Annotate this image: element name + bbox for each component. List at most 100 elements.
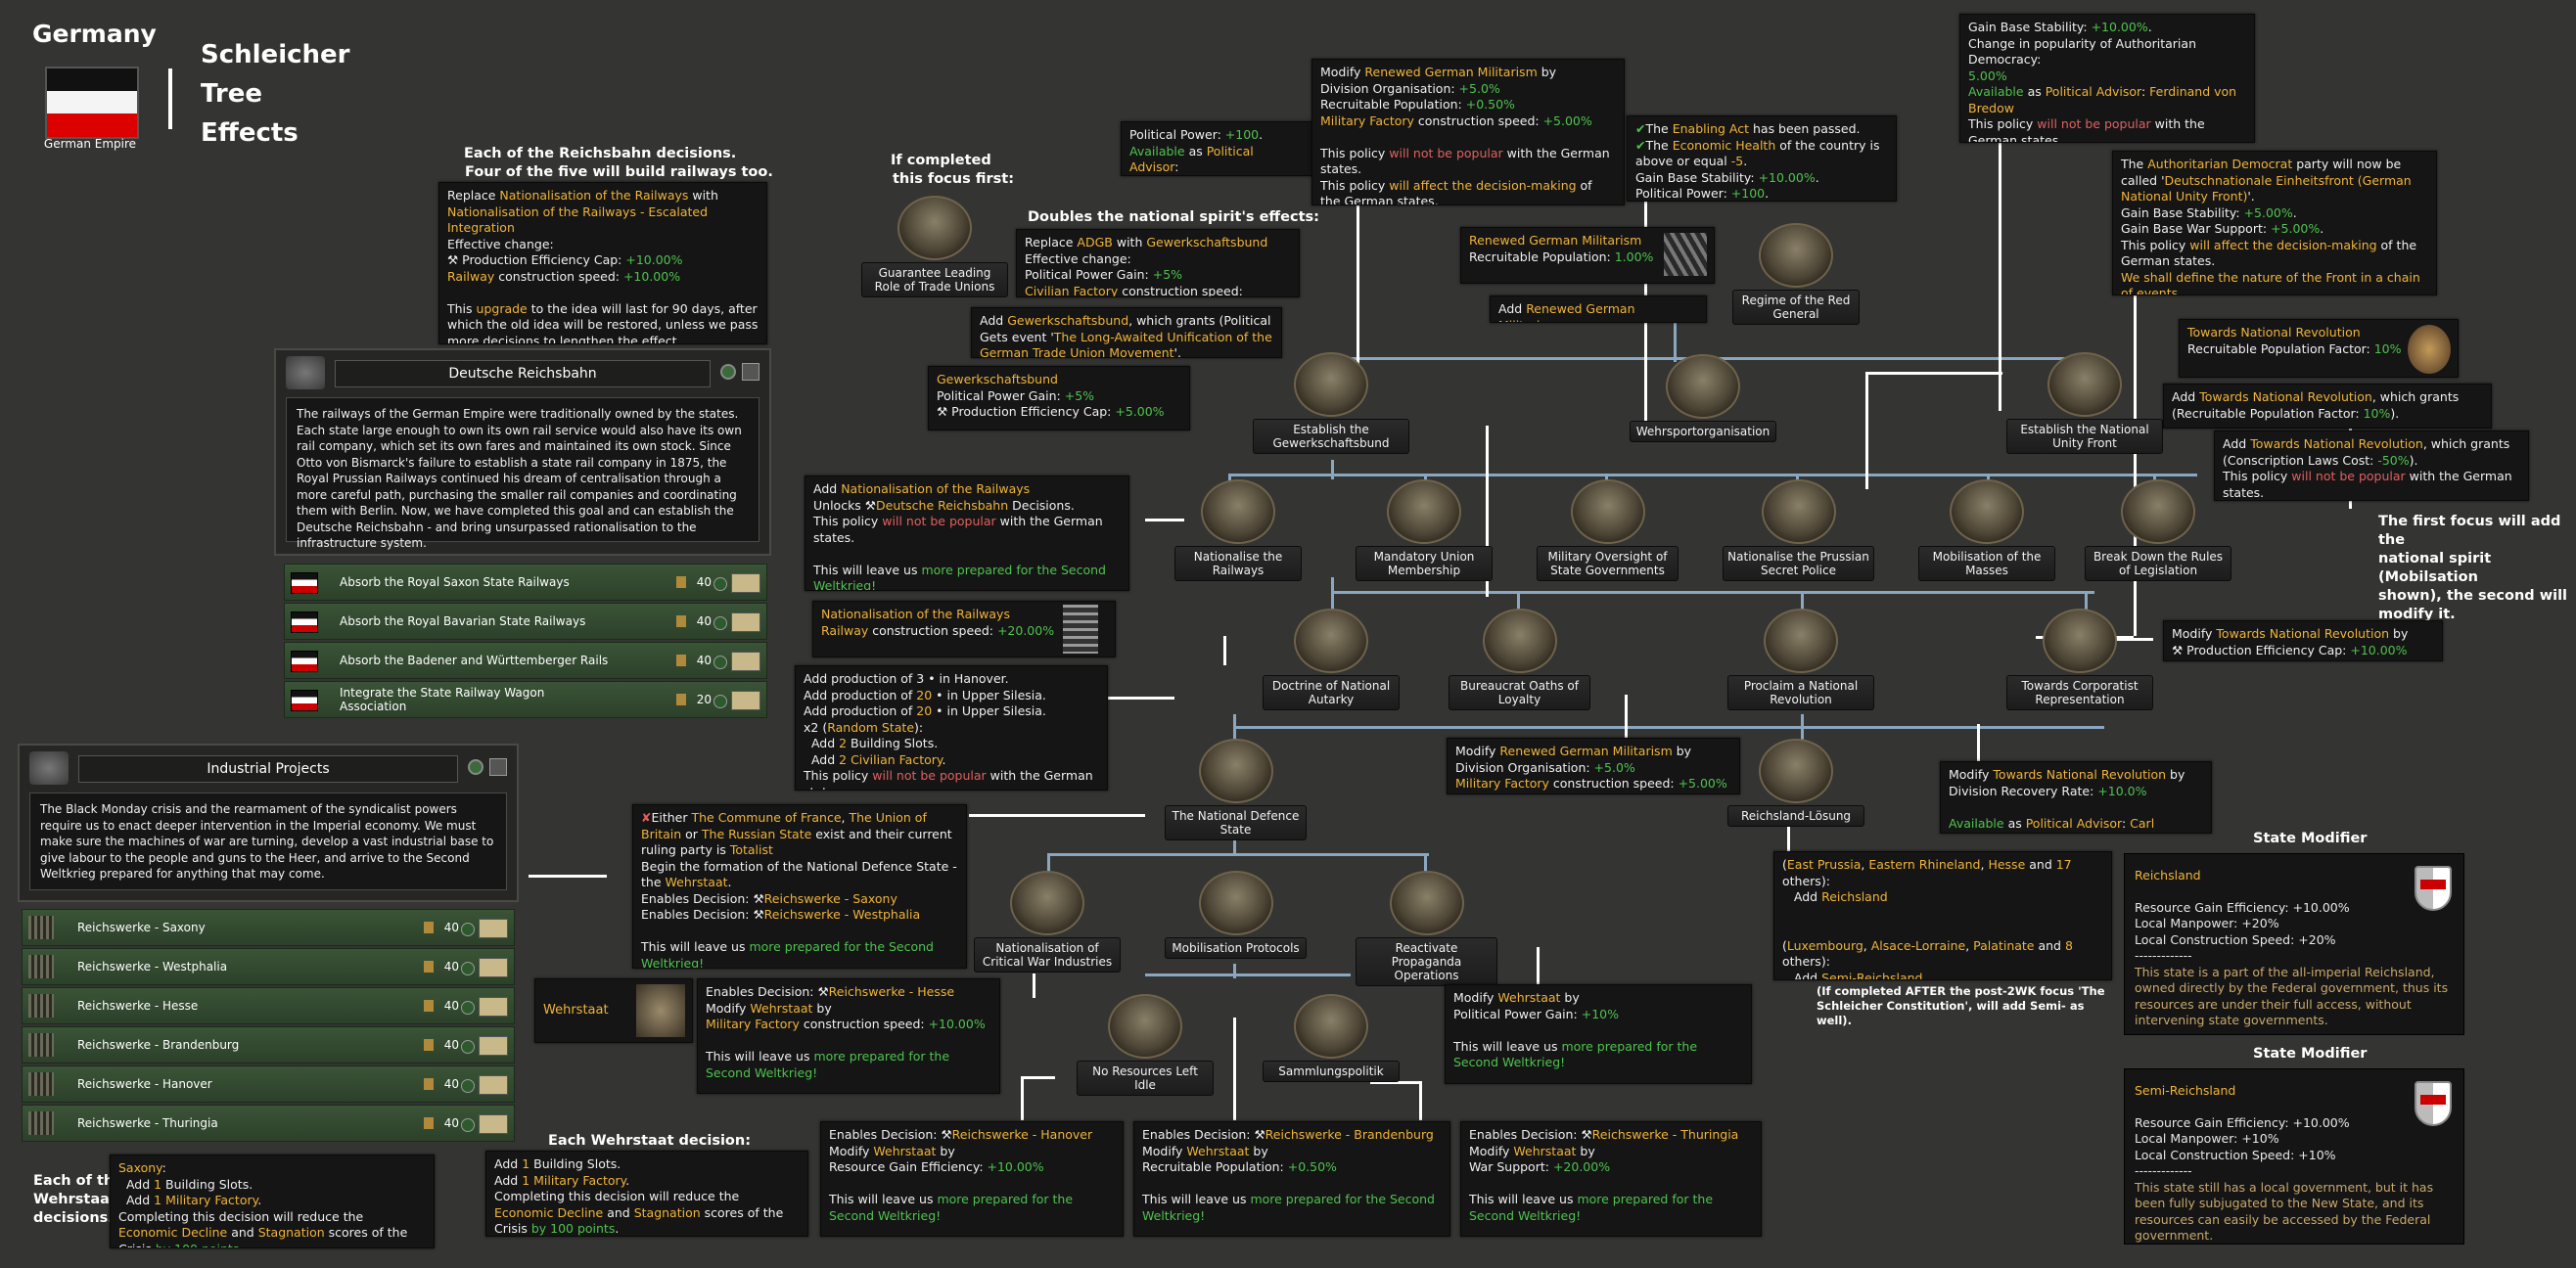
status-icon	[461, 1118, 475, 1132]
factory-flag-icon	[28, 916, 54, 939]
envelope-icon[interactable]	[479, 997, 508, 1017]
tooltip-line: Add production of 3 • in Hanover.	[804, 671, 1009, 686]
annotation-line	[1096, 697, 1174, 700]
focus-reichsland[interactable]: Reichsland-Lösung	[1727, 739, 1864, 827]
focus-wehrsport[interactable]: Wehrsportorganisation	[1630, 354, 1776, 442]
envelope-icon[interactable]	[479, 919, 508, 938]
envelope-icon[interactable]	[479, 958, 508, 977]
state-modifier-semi-reichsland: Semi-Reichsland Resource Gain Efficiency…	[2124, 1068, 2464, 1245]
tooltip-line: This policy will affect the decision-mak…	[1320, 177, 1592, 205]
envelope-icon[interactable]	[479, 1036, 508, 1056]
tooltip-line: (Luxembourg, Alsace-Lorraine, Palatinate…	[1782, 937, 2073, 970]
tooltip-bredow: Gain Base Stability: +10.00%.Change in p…	[1959, 14, 2255, 143]
envelope-icon[interactable]	[731, 573, 760, 593]
modifier-line: -------------	[2135, 1163, 2192, 1178]
tooltip-line: Gain Base Stability: +10.00%.	[1968, 20, 2152, 34]
focus-no-resources[interactable]: No Resources Left Idle	[1077, 994, 1214, 1096]
crowd-icon	[1950, 479, 2024, 544]
tooltip-line: ✔The Economic Health of the country is a…	[1635, 137, 1880, 169]
tooltip-line: Add 1 Building Slots.	[118, 1176, 253, 1192]
tooltip-line: (Recruitable Population Factor: 10%).	[2172, 405, 2400, 421]
focus-break-down[interactable]: Break Down the Rules of Legislation	[2085, 479, 2231, 581]
political-power-icon	[676, 694, 686, 705]
focus-prussian-police[interactable]: Nationalise the Prussian Secret Police	[1723, 479, 1874, 581]
decision-bavarian-railways[interactable]: Absorb the Royal Bavarian State Railways…	[284, 603, 767, 640]
tooltip-line: Gain Base Stability: +5.00%.	[2121, 204, 2297, 220]
status-icon	[461, 1040, 475, 1054]
focus-mobilisation-masses[interactable]: Mobilisation of the Masses	[1918, 479, 2055, 581]
envelope-icon[interactable]	[731, 612, 760, 632]
state-modifier-heading-2: State Modifier	[2253, 1046, 2368, 1062]
focus-label: Doctrine of National Autarky	[1263, 675, 1400, 710]
focus-autarky[interactable]: Doctrine of National Autarky	[1263, 609, 1400, 710]
focus-nationalise-railways[interactable]: Nationalise the Railways	[1174, 479, 1302, 581]
focus-defence-state[interactable]: The National Defence State	[1165, 739, 1307, 840]
tooltip-line: Resource Gain Efficiency: +10.00%	[829, 1159, 1044, 1174]
focus-nationalisation-war[interactable]: Nationalisation of Critical War Industri…	[974, 871, 1121, 973]
tooltip-line	[1949, 799, 2203, 816]
focus-label: Guarantee Leading Role of Trade Unions	[861, 262, 1008, 297]
panel-toggle-button[interactable]	[468, 759, 483, 775]
focus-propaganda[interactable]: Reactivate Propaganda Operations	[1356, 871, 1497, 986]
tree-line	[1331, 460, 1334, 479]
tooltip-line: Political Power Gain: +5%	[1025, 267, 1183, 282]
tooltip-line: Add production of 20 • in Upper Silesia.	[804, 687, 1046, 702]
collapse-icon[interactable]	[489, 758, 507, 776]
tooltip-defence-state: ✘Either The Commune of France, The Union…	[632, 804, 967, 969]
collapse-icon[interactable]	[742, 363, 759, 381]
tooltip-line: Enables Decision: ⚒Reichswerke - Westpha…	[641, 907, 921, 922]
tooltip-line: Add Renewed German Militarism	[1498, 301, 1635, 322]
tooltip-line: Division Organisation: +5.0%	[1455, 759, 1635, 775]
tooltip-line: Effective change:	[447, 236, 554, 251]
focus-regime[interactable]: Regime of the Red General	[1732, 223, 1860, 325]
tooltip-tnr-production: Modify Towards National Revolution by⚒ P…	[2163, 620, 2443, 661]
focus-proclaim[interactable]: Proclaim a National Revolution	[1727, 609, 1874, 710]
tree-line	[1145, 974, 1351, 976]
factory-icon	[1294, 609, 1368, 673]
decision-badener-rails[interactable]: Absorb the Badener and Württemberger Rai…	[284, 642, 767, 679]
decision-wagon-association[interactable]: Integrate the State Railway Wagon Associ…	[284, 681, 767, 718]
envelope-icon[interactable]	[479, 1075, 508, 1095]
modifier-line: Resource Gain Efficiency: +10.00%	[2135, 1114, 2350, 1130]
envelope-icon[interactable]	[479, 1114, 508, 1134]
political-power-icon	[676, 576, 686, 588]
focus-sammlungspolitik[interactable]: Sammlungspolitik	[1263, 994, 1400, 1082]
focus-establish-gewerkschaftsbund[interactable]: Establish the Gewerkschaftsbund	[1253, 352, 1409, 454]
focus-mandatory-union[interactable]: Mandatory Union Membership	[1356, 479, 1493, 581]
panel-deutsche-reichsbahn: Deutsche Reichsbahn The railways of the …	[274, 348, 771, 556]
country-flag[interactable]	[45, 67, 139, 139]
tooltip-line: Add Semi-Reichsland	[1782, 970, 1923, 980]
tooltip-line	[1469, 1176, 1753, 1193]
focus-corporatist[interactable]: Towards Corporatist Representation	[2006, 609, 2153, 710]
envelope-icon[interactable]	[731, 652, 760, 671]
tooltip-line: ⚒ Production Efficiency Cap: +10.00%	[2172, 642, 2408, 657]
focus-unity-front[interactable]: Establish the National Unity Front	[2006, 352, 2163, 454]
focus-guarantee[interactable]: Guarantee Leading Role of Trade Unions	[861, 196, 1008, 297]
tree-line	[1801, 591, 1804, 611]
tooltip-line: (Conscription Laws Cost: -50%).	[2223, 452, 2418, 468]
focus-bureaucrat[interactable]: Bureaucrat Oaths of Loyalty	[1449, 609, 1590, 710]
tooltip-line	[829, 1176, 1115, 1193]
status-icon	[461, 1079, 475, 1093]
panel-toggle-button[interactable]	[720, 364, 736, 380]
focus-military-oversight[interactable]: Military Oversight of State Governments	[1537, 479, 1679, 581]
panel-description: The railways of the German Empire were t…	[286, 397, 759, 550]
tooltip-line: x2 (Random State):	[804, 719, 924, 735]
envelope-icon[interactable]	[731, 691, 760, 710]
status-icon	[713, 695, 727, 708]
tooltip-line: This will leave us more prepared for the…	[1142, 1192, 1435, 1223]
tooltip-line: Wehrstaat	[543, 1003, 609, 1018]
tooltip-line: This will leave us more prepared for the…	[829, 1192, 1074, 1223]
focus-mobilisation-protocols[interactable]: Mobilisation Protocols	[1165, 871, 1307, 959]
tooltip-line: Railway construction speed: +10.00%	[447, 268, 681, 284]
